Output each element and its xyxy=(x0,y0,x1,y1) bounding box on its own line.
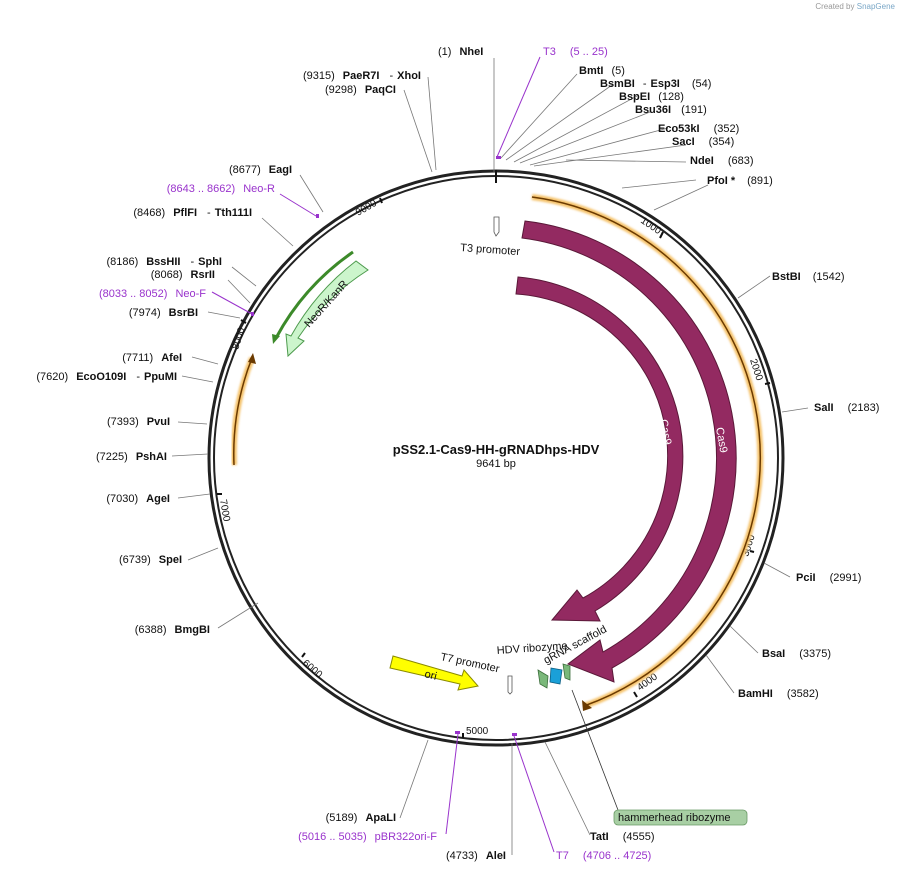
t7-promoter-glyph xyxy=(507,675,513,695)
orange-band-left-arrow xyxy=(248,353,256,364)
t3-promoter-label: T3 promoter xyxy=(460,242,521,258)
site-paqci: (9298)PaqCI xyxy=(325,84,396,96)
credit-text: Created by xyxy=(815,2,855,11)
plasmid-length: 9641 bp xyxy=(476,458,516,470)
orange-band-right-line xyxy=(531,196,761,707)
snapgene-credit: Created by SnapGene xyxy=(815,2,895,11)
neo-primer-band xyxy=(274,250,354,339)
primer-labels: T3(5 .. 25) (8643 .. 8662)Neo-R (8033 ..… xyxy=(99,46,651,862)
primer-leaders xyxy=(211,56,555,853)
tick-8000: 8000 xyxy=(230,326,247,351)
plasmid-name: pSS2.1-Cas9-HH-gRNADhps-HDV xyxy=(393,442,600,457)
site-spei: (6739)SpeI xyxy=(119,554,182,566)
primer-pbr322ori-f: (5016 .. 5035)pBR322ori-F xyxy=(298,831,437,843)
site-pvui: (7393)PvuI xyxy=(107,416,170,428)
site-nhei: (1)NheI xyxy=(438,46,483,58)
site-pshai: (7225)PshAI xyxy=(96,451,167,463)
site-bspei: BspEI(128) xyxy=(619,91,684,103)
site-pfoi: PfoI *(891) xyxy=(707,175,773,187)
cas9-inner-arrow xyxy=(515,276,684,622)
hdv-ribozyme-label: HDV ribozyme xyxy=(496,640,568,657)
ori-label: ori xyxy=(423,668,438,683)
tick-9000: 9000 xyxy=(354,198,379,219)
tick-7000: 7000 xyxy=(217,499,232,523)
site-bsu36i: Bsu36I(191) xyxy=(635,104,707,116)
tick-5000: 5000 xyxy=(466,726,489,737)
site-bmgbi: (6388)BmgBI xyxy=(135,624,210,636)
tick-1000: 1000 xyxy=(638,215,663,237)
site-eco53ki: Eco53kI(352) xyxy=(658,123,739,135)
site-pcii: PciI(2991) xyxy=(796,572,861,584)
sites-left: (4733)AleI (5189)ApaLI (6388)BmgBI (6739… xyxy=(36,70,506,862)
primer-markers xyxy=(251,156,517,736)
orange-band-left-line xyxy=(233,357,253,466)
neo-band-arrow xyxy=(272,334,280,344)
site-agei: (7030)AgeI xyxy=(106,493,170,505)
site-leaders xyxy=(171,58,809,855)
site-sali: SalI(2183) xyxy=(814,402,879,414)
orange-band-right-arrow xyxy=(582,700,592,711)
site-saci: SacI(354) xyxy=(672,136,734,148)
credit-brand: SnapGene xyxy=(856,2,895,11)
site-bamhi: BamHI(3582) xyxy=(738,688,819,700)
site-bsmbi: BsmBI-Esp3I(54) xyxy=(600,78,711,90)
site-alei: (4733)AleI xyxy=(446,850,506,862)
site-bsrbi: (7974)BsrBI xyxy=(129,307,198,319)
site-tati: TatI(4555) xyxy=(590,831,655,843)
ori-arrow xyxy=(389,655,479,691)
cas9-outer-arrow xyxy=(521,220,737,683)
site-bstbi: BstBI(1542) xyxy=(772,271,845,283)
hammerhead-glyph xyxy=(562,663,571,681)
site-pflfi: (8468)PflFI-Tth111I xyxy=(133,207,252,219)
t3-promoter-glyph xyxy=(493,216,500,237)
grna-scaffold-glyph xyxy=(549,667,563,685)
primer-neo-f: (8033 .. 8052)Neo-F xyxy=(99,288,206,300)
hammerhead-leader xyxy=(571,689,619,811)
site-bmti: BmtI(5) xyxy=(579,65,625,77)
hammerhead-label: hammerhead ribozyme xyxy=(618,812,731,824)
site-ndei: NdeI(683) xyxy=(690,155,754,167)
hdv-ribozyme-glyph xyxy=(537,669,549,689)
primer-t3: T3(5 .. 25) xyxy=(543,46,608,58)
hammerhead-label-box xyxy=(613,809,748,826)
site-apali: (5189)ApaLI xyxy=(326,812,396,824)
tick-labels: 1000 2000 3000 4000 5000 6000 7000 8000 … xyxy=(217,198,765,737)
site-bsshii: (8186)BssHII-SphI xyxy=(106,256,222,268)
primer-neo-r: (8643 .. 8662)Neo-R xyxy=(167,183,275,195)
neo-arrow xyxy=(285,260,369,358)
site-rsrii: (8068)RsrII xyxy=(151,269,215,281)
neo-label: NeoR/KanR xyxy=(302,278,350,330)
sites-right: (1)NheI BmtI(5) BsmBI-Esp3I(54) BspEI(12… xyxy=(438,46,879,843)
site-afei: (7711)AfeI xyxy=(122,352,182,364)
tick-marks xyxy=(217,170,771,738)
site-bsai: BsaI(3375) xyxy=(762,648,831,660)
cas9-inner-label: Cas9 xyxy=(657,418,673,445)
site-paer7i: (9315)PaeR7I-XhoI xyxy=(303,70,421,82)
primer-t7: T7(4706 .. 4725) xyxy=(556,850,651,862)
cas9-outer-label: Cas9 xyxy=(713,426,729,453)
site-eco0109i: (7620)EcoO109I-PpuMI xyxy=(36,371,177,383)
site-eagi: (8677)EagI xyxy=(229,164,292,176)
